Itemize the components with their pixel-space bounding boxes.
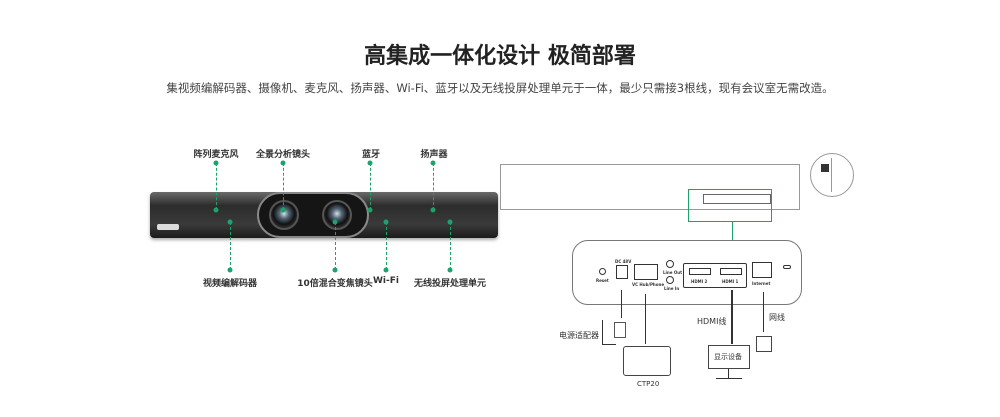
port-strip-mini bbox=[703, 194, 771, 204]
label-speaker: 扬声器 bbox=[420, 150, 448, 160]
hdmi-port-group: HDMI 2 HDMI 1 bbox=[683, 263, 747, 288]
zoom-lens bbox=[322, 200, 352, 230]
label-network-cable: 网线 bbox=[769, 313, 785, 322]
label-power-adapter: 电源适配器 bbox=[559, 331, 599, 340]
label-codec: 视频编解码器 bbox=[202, 279, 258, 289]
panoramic-lens bbox=[269, 200, 299, 230]
label-display: 显示设备 bbox=[714, 353, 742, 361]
magnifier-icon bbox=[810, 153, 854, 197]
label-hdmi-cable: HDMI线 bbox=[697, 317, 727, 326]
reset-button-icon bbox=[599, 268, 606, 275]
brand-logo bbox=[157, 224, 179, 230]
device-back-outline bbox=[500, 164, 800, 210]
label-panoramic-lens: 全景分析镜头 bbox=[255, 150, 311, 160]
page-subtitle: 集视频编解码器、摄像机、麦克风、扬声器、Wi-Fi、蓝牙以及无线投屏处理单元于一… bbox=[166, 81, 834, 95]
port-panel bbox=[572, 240, 802, 305]
label-mic-array: 阵列麦克风 bbox=[193, 150, 239, 160]
lock-slot-icon bbox=[783, 265, 791, 269]
port-label-internet: Internet bbox=[752, 281, 771, 286]
zoom-highlight-box bbox=[688, 189, 772, 222]
port-label-hdmi2: HDMI 2 bbox=[691, 279, 708, 284]
power-adapter-icon bbox=[614, 322, 626, 338]
port-label-line-out: Line Out bbox=[663, 270, 683, 275]
port-label-vchub: VC Hub/Phone bbox=[632, 282, 665, 287]
page-title: 高集成一体化设计 极简部署 bbox=[364, 44, 636, 69]
label-ctp20: CTP20 bbox=[637, 380, 660, 388]
label-wifi: Wi-Fi bbox=[373, 276, 399, 286]
port-label-line-in: Line In bbox=[664, 286, 680, 291]
label-zoom-lens: 10倍混合变焦镜头 bbox=[297, 279, 373, 289]
internet-port-icon bbox=[752, 262, 772, 278]
dc-port-icon bbox=[616, 265, 628, 279]
network-wall-jack-icon bbox=[756, 336, 772, 352]
camera-pod bbox=[257, 192, 369, 238]
port-label-reset: Reset bbox=[596, 278, 609, 283]
label-bluetooth: 蓝牙 bbox=[361, 150, 381, 160]
display-icon: 显示设备 bbox=[708, 345, 750, 369]
port-label-dc: DC 48V bbox=[615, 259, 632, 264]
touch-panel-icon bbox=[623, 346, 671, 376]
port-label-hdmi1: HDMI 1 bbox=[722, 279, 739, 284]
label-wireless-projection: 无线投屏处理单元 bbox=[413, 279, 487, 289]
line-out-port-icon bbox=[666, 260, 674, 268]
line-in-port-icon bbox=[666, 276, 674, 284]
vchub-port-icon bbox=[634, 264, 658, 280]
